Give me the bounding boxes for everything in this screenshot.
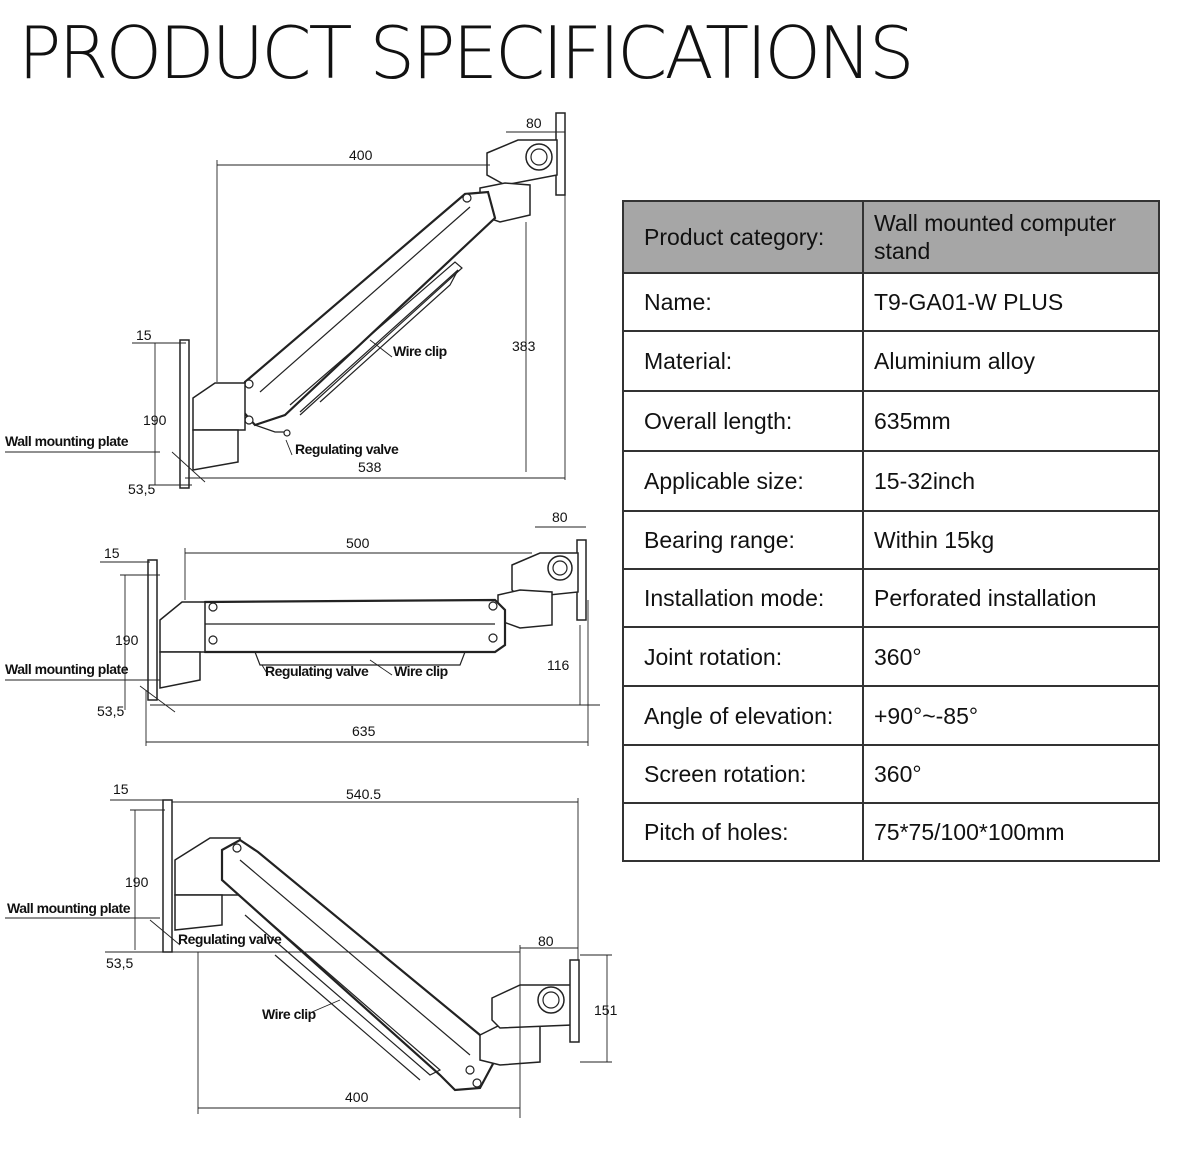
spec-value: 15-32inch	[862, 450, 1160, 512]
middle-dim-drop: 116	[547, 657, 570, 673]
top-dim-height: 383	[512, 338, 536, 354]
spec-label: Angle of elevation:	[622, 685, 864, 746]
spec-value: 360°	[862, 626, 1160, 687]
technical-drawing: 80 400 383 15 190 53,5 538 Wire clip Reg…	[5, 112, 618, 1118]
spec-label: Name:	[622, 272, 864, 332]
spec-value: 635mm	[862, 390, 1160, 452]
spec-row-product-category: Product category: Wall mounted computer …	[622, 200, 1160, 274]
bottom-dim-plate-depth: 15	[113, 781, 129, 797]
middle-dim-plate-height: 190	[115, 632, 139, 648]
spec-value: Aluminium alloy	[862, 330, 1160, 392]
spec-label: Overall length:	[622, 390, 864, 452]
spec-value: 75*75/100*100mm	[862, 802, 1160, 862]
spec-row-bearing-range: Bearing range: Within 15kg	[622, 510, 1160, 570]
middle-dim-plate-offset: 53,5	[97, 703, 124, 719]
spec-row-joint-rotation: Joint rotation: 360°	[622, 626, 1160, 687]
bottom-view-drawing: 15 540.5 190 53,5 80 151 400 Wall mounti…	[5, 781, 618, 1118]
spec-table: Product category: Wall mounted computer …	[622, 200, 1160, 862]
middle-view-drawing: 80 500 15 190 116 53,5 635 Wall mounting…	[5, 509, 600, 746]
middle-dim-arm-length: 500	[346, 535, 370, 551]
spec-value: 360°	[862, 744, 1160, 804]
spec-label: Pitch of holes:	[622, 802, 864, 862]
spec-value: Perforated installation	[862, 568, 1160, 628]
bottom-dim-overall: 540.5	[346, 786, 381, 802]
bottom-dim-wall-offset: 80	[538, 933, 554, 949]
spec-value: Wall mounted computer stand	[862, 200, 1160, 274]
page-title: PRODUCT SPECIFICATIONS	[18, 11, 915, 95]
middle-callout-regulating-valve: Regulating valve	[265, 663, 369, 679]
middle-dim-wall-offset: 80	[552, 509, 568, 525]
spec-label: Joint rotation:	[622, 626, 864, 687]
spec-row-pitch-of-holes: Pitch of holes: 75*75/100*100mm	[622, 802, 1160, 862]
bottom-callout-regulating-valve: Regulating valve	[178, 931, 282, 947]
spec-row-applicable-size: Applicable size: 15-32inch	[622, 450, 1160, 512]
top-callout-regulating-valve: Regulating valve	[295, 441, 399, 457]
spec-row-overall-length: Overall length: 635mm	[622, 390, 1160, 452]
bottom-callout-wall-plate: Wall mounting plate	[7, 900, 131, 916]
top-dim-plate-offset: 53,5	[128, 481, 155, 497]
top-dim-plate-depth: 15	[136, 327, 152, 343]
top-view-drawing: 80 400 383 15 190 53,5 538 Wire clip Reg…	[5, 112, 566, 497]
spec-label: Installation mode:	[622, 568, 864, 628]
top-dim-overall: 538	[358, 459, 382, 475]
spec-label: Bearing range:	[622, 510, 864, 570]
middle-callout-wire-clip: Wire clip	[394, 663, 448, 679]
top-dim-arm-length: 400	[349, 147, 373, 163]
spec-row-name: Name: T9-GA01-W PLUS	[622, 272, 1160, 332]
top-callout-wire-clip: Wire clip	[393, 343, 447, 359]
middle-callout-wall-plate: Wall mounting plate	[5, 661, 129, 677]
bottom-callout-wire-clip: Wire clip	[262, 1006, 316, 1022]
spec-label: Screen rotation:	[622, 744, 864, 804]
spec-value: +90°~-85°	[862, 685, 1160, 746]
spec-label: Material:	[622, 330, 864, 392]
bottom-dim-arm-length: 400	[345, 1089, 369, 1105]
bottom-dim-plate-height: 190	[125, 874, 149, 890]
spec-row-material: Material: Aluminium alloy	[622, 330, 1160, 392]
spec-row-angle-of-elevation: Angle of elevation: +90°~-85°	[622, 685, 1160, 746]
spec-row-installation-mode: Installation mode: Perforated installati…	[622, 568, 1160, 628]
middle-dim-plate-depth: 15	[104, 545, 120, 561]
spec-label: Product category:	[622, 200, 864, 274]
top-dim-wall-offset: 80	[526, 115, 542, 131]
spec-label: Applicable size:	[622, 450, 864, 512]
spec-value: T9-GA01-W PLUS	[862, 272, 1160, 332]
top-dim-plate-height: 190	[143, 412, 167, 428]
middle-dim-overall: 635	[352, 723, 376, 739]
bottom-dim-head-height: 151	[594, 1002, 618, 1018]
spec-value: Within 15kg	[862, 510, 1160, 570]
spec-row-screen-rotation: Screen rotation: 360°	[622, 744, 1160, 804]
top-callout-wall-plate: Wall mounting plate	[5, 433, 129, 449]
bottom-dim-plate-offset: 53,5	[106, 955, 133, 971]
